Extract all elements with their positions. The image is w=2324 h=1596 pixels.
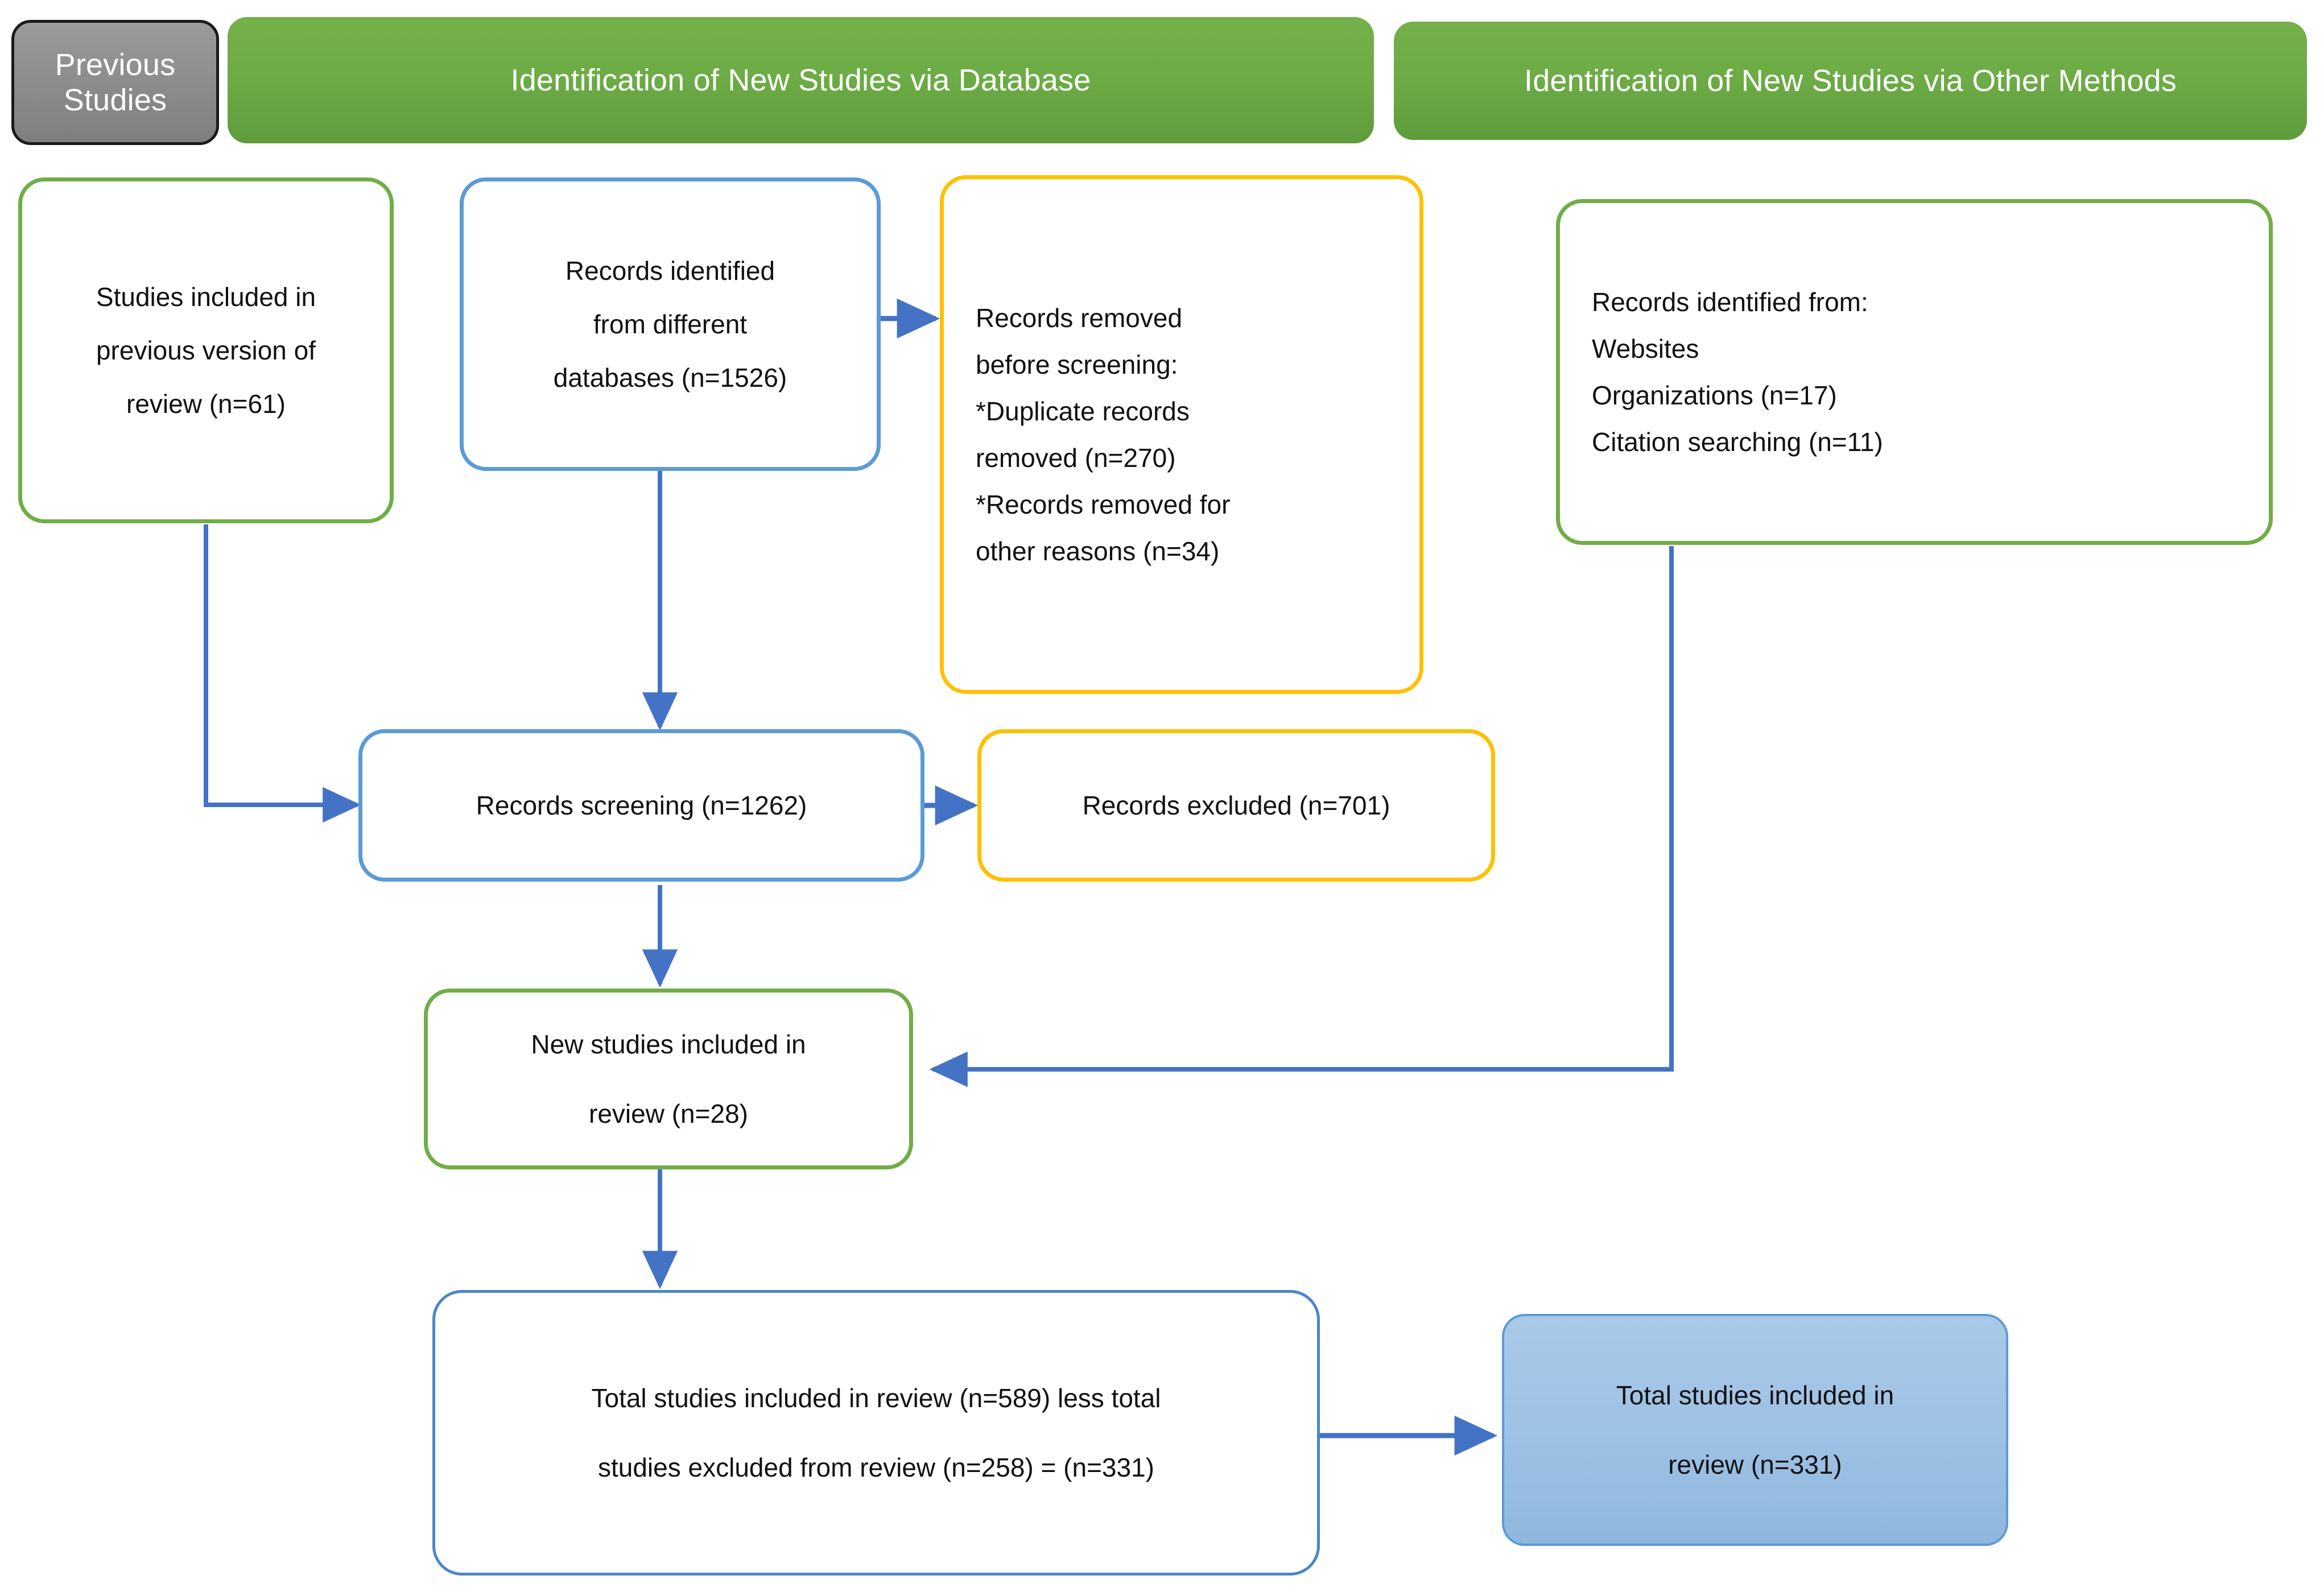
node-records-identified-other-methods[interactable]: Records identified from: Websites Organi… [1556, 199, 2273, 545]
node-line: review (n=331) [1668, 1450, 1842, 1479]
node-line: review (n=61) [126, 389, 286, 419]
node-total-studies-included[interactable]: Total studies included in review (n=331) [1502, 1314, 2008, 1546]
node-line: Total studies included in [1616, 1380, 1894, 1410]
banner-label: Identification of New Studies via Other … [1524, 64, 2177, 98]
node-line: Records excluded (n=701) [1082, 791, 1390, 820]
node-records-excluded[interactable]: Records excluded (n=701) [977, 729, 1495, 882]
node-line: from different [593, 309, 748, 339]
node-line: other reasons (n=34) [976, 536, 1220, 566]
node-line: databases (n=1526) [553, 363, 787, 392]
node-line: Studies included in [96, 282, 316, 312]
node-line: New studies included in [531, 1029, 806, 1059]
node-line: studies excluded from review (n=258) = (… [597, 1453, 1155, 1482]
banner-label: Identification of New Studies via Databa… [510, 63, 1091, 97]
node-line: removed (n=270) [976, 443, 1176, 473]
arrow-previous-to-screening [204, 524, 361, 823]
banner-previous-studies[interactable]: Previous Studies [11, 20, 219, 145]
node-line: review (n=28) [589, 1099, 748, 1128]
node-line: Records screening (n=1262) [476, 791, 807, 820]
node-line: Records removed [976, 303, 1183, 333]
node-line: Total studies included in review (n=589)… [591, 1383, 1161, 1413]
node-line: before screening: [976, 350, 1178, 379]
node-line: Citation searching (n=11) [1592, 427, 1883, 457]
banner-label: Previous Studies [55, 48, 176, 117]
node-records-screening[interactable]: Records screening (n=1262) [358, 729, 924, 882]
node-new-studies-included[interactable]: New studies included in review (n=28) [424, 989, 913, 1169]
node-total-studies-calculation[interactable]: Total studies included in review (n=589)… [432, 1290, 1320, 1576]
banner-identification-other-methods[interactable]: Identification of New Studies via Other … [1394, 22, 2307, 140]
node-line: *Duplicate records [976, 396, 1190, 426]
node-line: Records identified [565, 256, 775, 286]
node-line: Records identified from: [1592, 287, 1868, 317]
node-line: Websites [1592, 334, 1699, 363]
node-records-identified-databases[interactable]: Records identified from different databa… [460, 177, 881, 471]
node-line: *Records removed for [976, 490, 1231, 519]
node-line: previous version of [96, 336, 316, 365]
banner-identification-database[interactable]: Identification of New Studies via Databa… [228, 17, 1374, 143]
node-records-removed-before-screening[interactable]: Records removed before screening: *Dupli… [940, 175, 1423, 694]
node-line: Organizations (n=17) [1592, 381, 1837, 410]
node-studies-included-previous-version[interactable]: Studies included in previous version of … [18, 177, 394, 523]
